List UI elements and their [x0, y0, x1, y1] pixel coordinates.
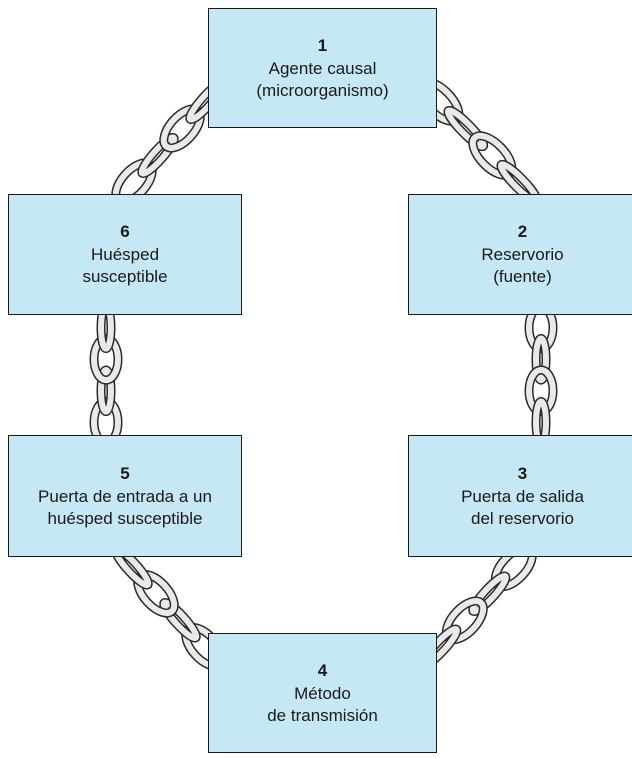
- node-number: 1: [317, 35, 328, 55]
- node-number: 6: [120, 222, 130, 241]
- chain-link: [98, 366, 114, 415]
- chain-5-6: [89, 302, 123, 448]
- node-label-line2: (microorganismo): [256, 80, 389, 100]
- node-label-line1: Puerta de entrada a un: [38, 486, 212, 506]
- chain-link: [533, 335, 549, 384]
- node-label-line2: (fuente): [493, 267, 552, 286]
- node-causal-agent: 1 Agente causal (microorganismo): [208, 8, 437, 128]
- node-transmission-method: 4 Método de transmisión: [208, 633, 437, 753]
- node-reservoir: 2 Reservorio (fuente): [408, 194, 632, 315]
- node-number: 3: [517, 463, 528, 483]
- node-portal-of-entry: 5 Puerta de entrada a un huésped suscept…: [8, 435, 242, 557]
- node-label-line2: huésped susceptible: [47, 508, 203, 528]
- node-label-line1: Puerta de salida: [461, 486, 584, 506]
- node-label-line1: Método: [294, 683, 351, 703]
- node-label-line1: Huésped: [90, 245, 160, 264]
- chain-link: [469, 573, 509, 615]
- chain-link: [138, 134, 178, 177]
- chain-link: [444, 107, 487, 150]
- node-label-line2: susceptible: [82, 267, 168, 286]
- node-label-line1: Reservorio: [481, 245, 564, 264]
- node-label-line1: Agente causal: [268, 58, 377, 78]
- node-label-line2: del reservorio: [471, 508, 574, 528]
- node-label-line2: de transmisión: [267, 705, 378, 725]
- node-number: 2: [517, 222, 528, 241]
- node-number: 4: [317, 660, 328, 680]
- chain-link: [160, 599, 200, 642]
- chain-2-3: [524, 302, 558, 448]
- chain-3-4: [419, 543, 537, 670]
- node-portal-of-exit: 3 Puerta de salida del reservorio: [408, 435, 632, 557]
- node-susceptible-host: 6 Huésped susceptible: [8, 194, 242, 315]
- node-number: 5: [120, 463, 130, 483]
